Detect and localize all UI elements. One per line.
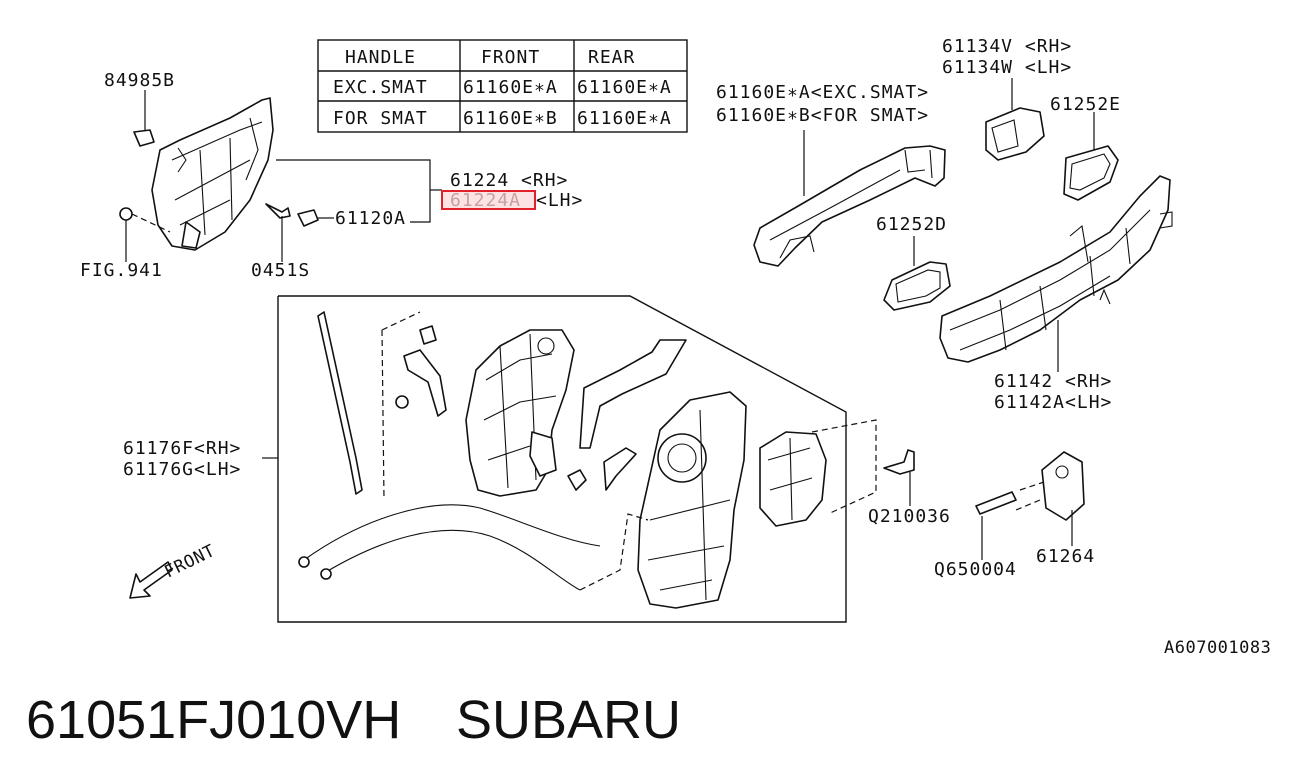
callout-61252e: 61252E xyxy=(1050,94,1121,115)
table-header-handle: HANDLE xyxy=(345,47,416,68)
handle-cap-drawing xyxy=(985,78,1045,161)
callout-0451s: 0451S xyxy=(251,260,310,281)
callout-61142a-lh: 61142A<LH> xyxy=(994,392,1112,413)
screw-q210036-drawing xyxy=(883,449,915,506)
callout-61224a: 61224A xyxy=(450,190,521,211)
callout-fig941: FIG.941 xyxy=(80,260,163,281)
gasket-rear-drawing xyxy=(1063,112,1119,201)
footer-part-number: 61051FJ010VH xyxy=(26,690,401,750)
striker-drawing xyxy=(975,451,1085,560)
callout-61224-rh: 61224 <RH> xyxy=(450,170,568,191)
callout-61134w: 61134W <LH> xyxy=(942,57,1072,78)
table-header-front: FRONT xyxy=(481,47,540,68)
callout-61160ea: 61160E∗A<EXC.SMAT> xyxy=(716,82,929,103)
handle-table: HANDLE FRONT REAR EXC.SMAT 61160E∗A 6116… xyxy=(317,39,688,133)
inner-handle-drawing xyxy=(119,90,442,262)
front-arrow: FRONT xyxy=(129,541,218,599)
callout-61176f: 61176F<RH> xyxy=(123,438,241,459)
table-cell: 61160E∗A xyxy=(577,108,672,129)
callout-61134v: 61134V <RH> xyxy=(942,36,1072,57)
callout-61142-rh: 61142 <RH> xyxy=(994,371,1112,392)
table-cell: 61160E∗A xyxy=(463,77,558,98)
callout-84985b: 84985B xyxy=(104,70,175,91)
callout-61264: 61264 xyxy=(1036,546,1095,567)
front-label: FRONT xyxy=(161,541,218,583)
table-cell: 61160E∗B xyxy=(463,108,558,129)
table-cell: EXC.SMAT xyxy=(333,77,428,98)
table-cell: FOR SMAT xyxy=(333,108,428,129)
footer-brand: SUBARU xyxy=(456,690,681,750)
table-cell: 61160E∗A xyxy=(577,77,672,98)
callout-61224a-lh: <LH> xyxy=(536,190,583,211)
latch-assembly-box xyxy=(262,295,877,623)
highlight-box xyxy=(441,190,536,210)
callout-61160eb: 61160E∗B<FOR SMAT> xyxy=(716,105,929,126)
gasket-front-drawing xyxy=(883,236,951,311)
outer-handle-drawing xyxy=(753,130,946,267)
callout-q650004: Q650004 xyxy=(934,559,1017,580)
callout-q210036: Q210036 xyxy=(868,506,951,527)
handle-frame-drawing xyxy=(939,175,1173,372)
table-header-rear: REAR xyxy=(588,47,635,68)
callout-61176g: 61176G<LH> xyxy=(123,459,241,480)
callout-61120a: 61120A xyxy=(335,208,406,229)
reference-code: A607001083 xyxy=(1164,638,1271,658)
callout-61252d: 61252D xyxy=(876,214,947,235)
